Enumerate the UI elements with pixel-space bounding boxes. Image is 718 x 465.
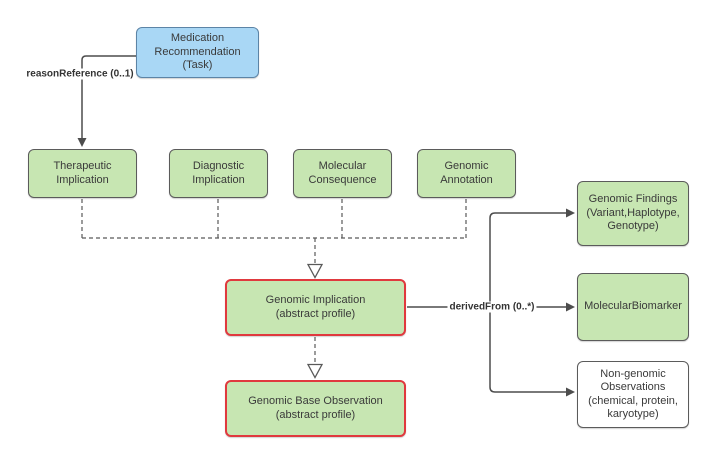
node-non-genomic-observations: Non-genomic Observations (chemical, prot… bbox=[577, 361, 689, 428]
node-molecular-biomarker: MolecularBiomarker bbox=[577, 273, 689, 341]
node-text-line: Observations bbox=[600, 381, 666, 393]
edge-label-derived-from: derivedFrom (0..*) bbox=[447, 301, 537, 313]
node-molecular-consequence: Molecular Consequence bbox=[293, 149, 392, 198]
node-text-line: (abstract profile) bbox=[275, 408, 356, 421]
node-text-line: Consequence bbox=[308, 173, 377, 186]
hollow-triangle-to-genomic-implication bbox=[306, 263, 324, 279]
node-text-line: Genotype) bbox=[607, 220, 659, 233]
node-text-line: Genomic Base Observation bbox=[248, 395, 383, 407]
node-text-line: Recommendation bbox=[154, 45, 241, 58]
node-text-line: Therapeutic bbox=[53, 160, 112, 172]
implication-to-base-dashed-arrow bbox=[306, 337, 324, 379]
node-text-line: Implication bbox=[192, 173, 245, 186]
node-text-line: Implication bbox=[56, 173, 109, 186]
node-text-line: (Variant,Haplotype, bbox=[586, 206, 680, 219]
node-text-line: Non-genomic bbox=[600, 367, 666, 380]
node-text-line: Annotation bbox=[440, 173, 493, 186]
node-medication-recommendation: Medication Recommendation (Task) bbox=[136, 27, 259, 78]
node-text-line: Genomic Implication bbox=[265, 294, 366, 306]
node-text-line: (chemical, protein, bbox=[588, 394, 678, 407]
node-text-line: Genomic bbox=[444, 160, 489, 172]
node-genomic-annotation: Genomic Annotation bbox=[417, 149, 516, 198]
node-text-line: Medication bbox=[170, 32, 225, 45]
node-therapeutic-implication: Therapeutic Implication bbox=[28, 149, 137, 198]
node-text-line: Molecular bbox=[318, 160, 367, 172]
node-diagnostic-implication: Diagnostic Implication bbox=[169, 149, 268, 198]
reason-reference-arrow bbox=[77, 55, 136, 147]
node-text-line: Genomic Findings bbox=[588, 193, 678, 206]
node-text-line: (Task) bbox=[182, 59, 213, 72]
node-text-line: MolecularBiomarker bbox=[584, 300, 682, 313]
node-text-line: Diagnostic bbox=[192, 160, 245, 172]
node-text-line: karyotype) bbox=[607, 408, 659, 420]
node-genomic-base-observation: Genomic Base Observation (abstract profi… bbox=[225, 380, 406, 437]
node-genomic-findings: Genomic Findings (Variant,Haplotype, Gen… bbox=[577, 181, 689, 246]
node-text-line: (abstract profile) bbox=[275, 307, 356, 320]
implications-dashed-tree bbox=[81, 199, 467, 263]
edge-label-reason-reference: reasonReference (0..1) bbox=[24, 68, 136, 80]
derived-from-connector bbox=[407, 208, 575, 397]
node-genomic-implication: Genomic Implication (abstract profile) bbox=[225, 279, 406, 336]
